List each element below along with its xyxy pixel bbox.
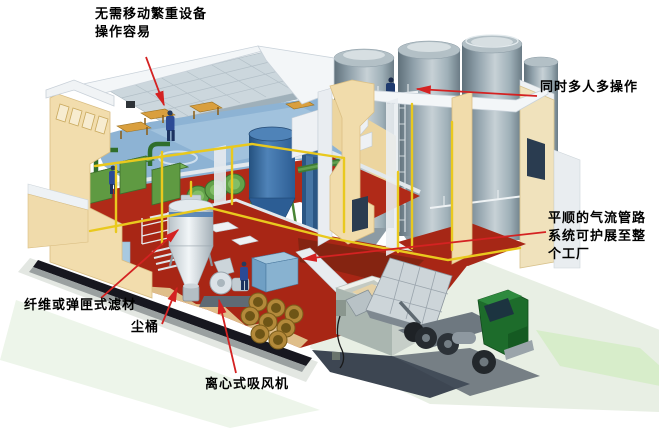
left-parapet-cap [45,79,115,107]
right-white-tower [553,149,581,269]
label-easy-operation: 无需移动繁重设备 操作容易 [95,7,208,40]
grass-patch-right [536,330,659,386]
right-strut-wall [451,91,473,265]
annotation-arrows [100,56,547,374]
truck-cab [477,289,534,360]
white-tables [205,221,259,246]
label-centrifugal-fan: 离心式吸风机 [205,377,290,392]
office-person [166,110,175,141]
label-smooth-ducting: 平顺的气流管路 系统可护展至整 个工厂 [548,211,647,262]
silo-b [397,40,461,258]
label-filter-media: 纤维或弹匣式滤材 [24,298,137,313]
right-exterior [519,79,581,269]
arrow-dust-bucket [161,286,178,325]
monitor [126,101,135,108]
dust-bucket-unit [182,283,200,302]
clerestory-windows [55,103,109,135]
label-multi-operator: 同时多人多操作 [540,80,639,95]
hoist-cylinder [398,300,422,326]
wing-wall [27,193,89,249]
left-wall [49,93,153,299]
arrow-multi-operator [415,85,538,97]
pale-grass-wash [0,300,320,428]
roof [72,45,549,113]
green-machines [86,155,190,206]
building-base-band [33,260,312,366]
center-wall-window [352,196,368,232]
material-barrels [240,292,304,350]
yellow-duct-pipes [88,102,522,262]
wire-rack [141,212,169,245]
truck-shadow [392,348,540,396]
base-band-shadow [29,267,306,372]
arrow-smooth-ducting [301,231,547,262]
arrow-centrifugal-fan [217,298,237,374]
pit-shadow [312,350,470,398]
front-walls [27,79,473,299]
blue-hopper-box [250,251,300,293]
arrow-filter-media [100,228,180,299]
centrifugal-fan-unit [199,257,257,307]
label-dust-bucket: 尘桶 [131,320,160,335]
fuel-tank [452,332,476,344]
arrow-easy-operation [145,56,165,107]
ground-floor-person [240,261,248,290]
truck-scene [312,257,540,398]
white-column-2 [386,98,398,256]
right-wall-window [527,138,545,180]
dump-truck [345,257,534,374]
